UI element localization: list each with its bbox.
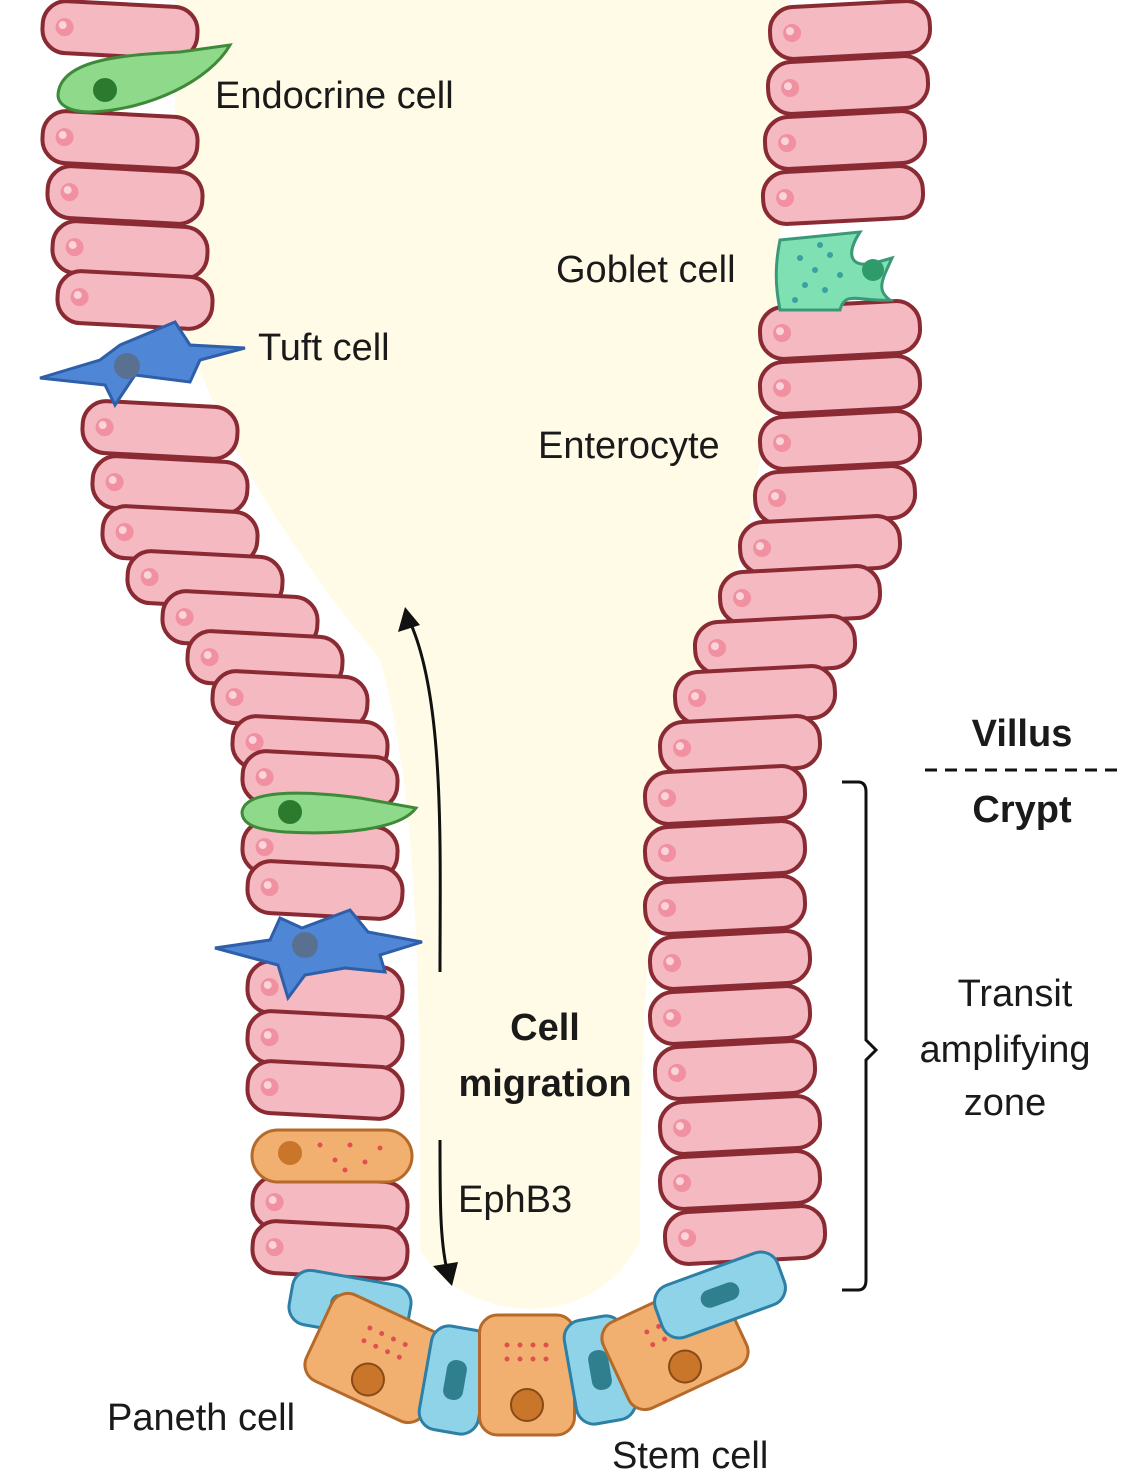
enterocyte-cell xyxy=(765,54,931,116)
lumen xyxy=(175,0,790,1309)
goblet-cell-label: Goblet cell xyxy=(556,249,736,291)
enterocyte-label: Enterocyte xyxy=(538,425,720,467)
endocrine-cell-label: Endocrine cell xyxy=(215,75,454,117)
stem-cell xyxy=(417,1324,493,1436)
endocrine-cell-crypt xyxy=(240,791,419,835)
enterocyte-cell xyxy=(642,874,808,936)
cell-migration-label-line2: migration xyxy=(458,1063,631,1105)
transit-label-line2: amplifying xyxy=(919,1029,1090,1071)
enterocyte-cell xyxy=(647,929,813,991)
enterocyte-cell xyxy=(672,664,838,726)
enterocyte-cell xyxy=(767,0,933,61)
cell-migration-label-line1: Cell xyxy=(510,1007,580,1049)
stem-cell-label: Stem cell xyxy=(612,1435,768,1477)
enterocyte-cell xyxy=(657,714,823,776)
enterocyte-cell xyxy=(90,454,250,516)
crypt-base xyxy=(287,1250,787,1437)
ephb3-arrow xyxy=(433,1139,458,1286)
enterocyte-cell xyxy=(717,564,883,626)
enterocyte-cell xyxy=(55,269,215,331)
enterocyte-cell xyxy=(657,1149,823,1211)
enterocyte-cell xyxy=(642,819,808,881)
right-epithelium xyxy=(642,0,933,1266)
endocrine-cell-top xyxy=(56,43,233,114)
tuft-cell-label: Tuft cell xyxy=(258,327,390,369)
enterocyte-cell xyxy=(45,164,205,226)
enterocyte-cell xyxy=(245,859,405,921)
ephb3-label: EphB3 xyxy=(458,1179,572,1221)
enterocyte-cell xyxy=(40,109,200,171)
paneth-cell-label: Paneth cell xyxy=(107,1397,295,1439)
villus-label: Villus xyxy=(972,713,1073,755)
paneth-cell-wall xyxy=(250,1128,414,1184)
enterocyte-cell xyxy=(752,464,918,526)
enterocyte-cell xyxy=(757,409,923,471)
transit-label-line3: zone xyxy=(964,1082,1046,1124)
enterocyte-cell xyxy=(642,764,808,826)
enterocyte-cell xyxy=(245,1059,405,1121)
goblet-cell xyxy=(774,230,895,312)
enterocyte-cell xyxy=(762,109,928,171)
enterocyte-cell xyxy=(250,1219,410,1281)
transit-label-line1: Transit xyxy=(958,973,1073,1015)
enterocyte-cell xyxy=(80,399,240,461)
enterocyte-cell xyxy=(757,354,923,416)
enterocyte-cell xyxy=(100,504,260,566)
migration-arrow xyxy=(398,607,442,973)
enterocyte-cell xyxy=(657,1094,823,1156)
enterocyte-cell xyxy=(760,164,926,226)
tuft-cell-crypt xyxy=(214,908,423,1002)
transit-zone-bracket xyxy=(842,780,879,1292)
enterocyte-cell xyxy=(647,984,813,1046)
paneth-cell xyxy=(478,1313,576,1437)
enterocyte-cell xyxy=(652,1039,818,1101)
tuft-cell-top xyxy=(39,320,246,408)
stem-cell xyxy=(653,1250,787,1340)
crypt-label: Crypt xyxy=(972,789,1072,831)
